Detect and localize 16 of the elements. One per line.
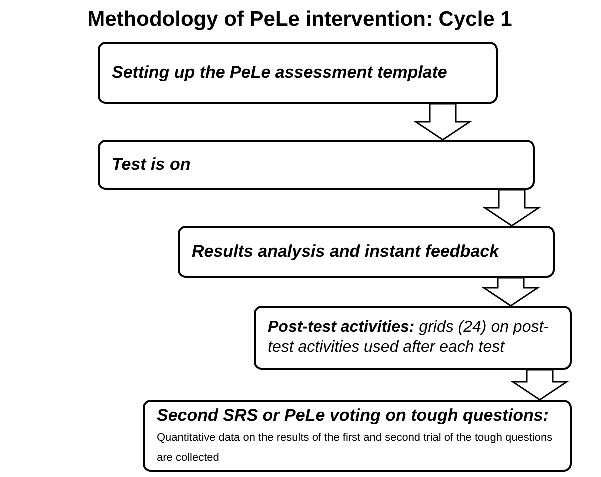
block-arrow — [414, 103, 472, 141]
process-box — [98, 140, 535, 190]
process-box — [178, 226, 555, 278]
step-heading: Second SRS or PeLe voting on tough questions: — [157, 406, 549, 425]
block-arrow — [482, 277, 540, 307]
step-text: Post-test activities: grids (24) on post-test activities used after each test — [268, 319, 549, 356]
step-text: Test is on — [112, 155, 191, 174]
process-box — [98, 42, 498, 104]
diagram-title: Methodology of PeLe intervention: Cycle 1 — [86, 7, 514, 33]
step-text: Setting up the PeLe assessment template — [112, 63, 448, 82]
process-box — [143, 400, 572, 472]
step-text: Results analysis and instant feedback — [192, 242, 500, 261]
process-box — [254, 306, 572, 370]
block-arrow — [510, 369, 570, 401]
block-arrow — [482, 189, 542, 227]
step-description: Quantitative data on the results of the first and second trial of the tough questions are collected — [157, 432, 553, 464]
